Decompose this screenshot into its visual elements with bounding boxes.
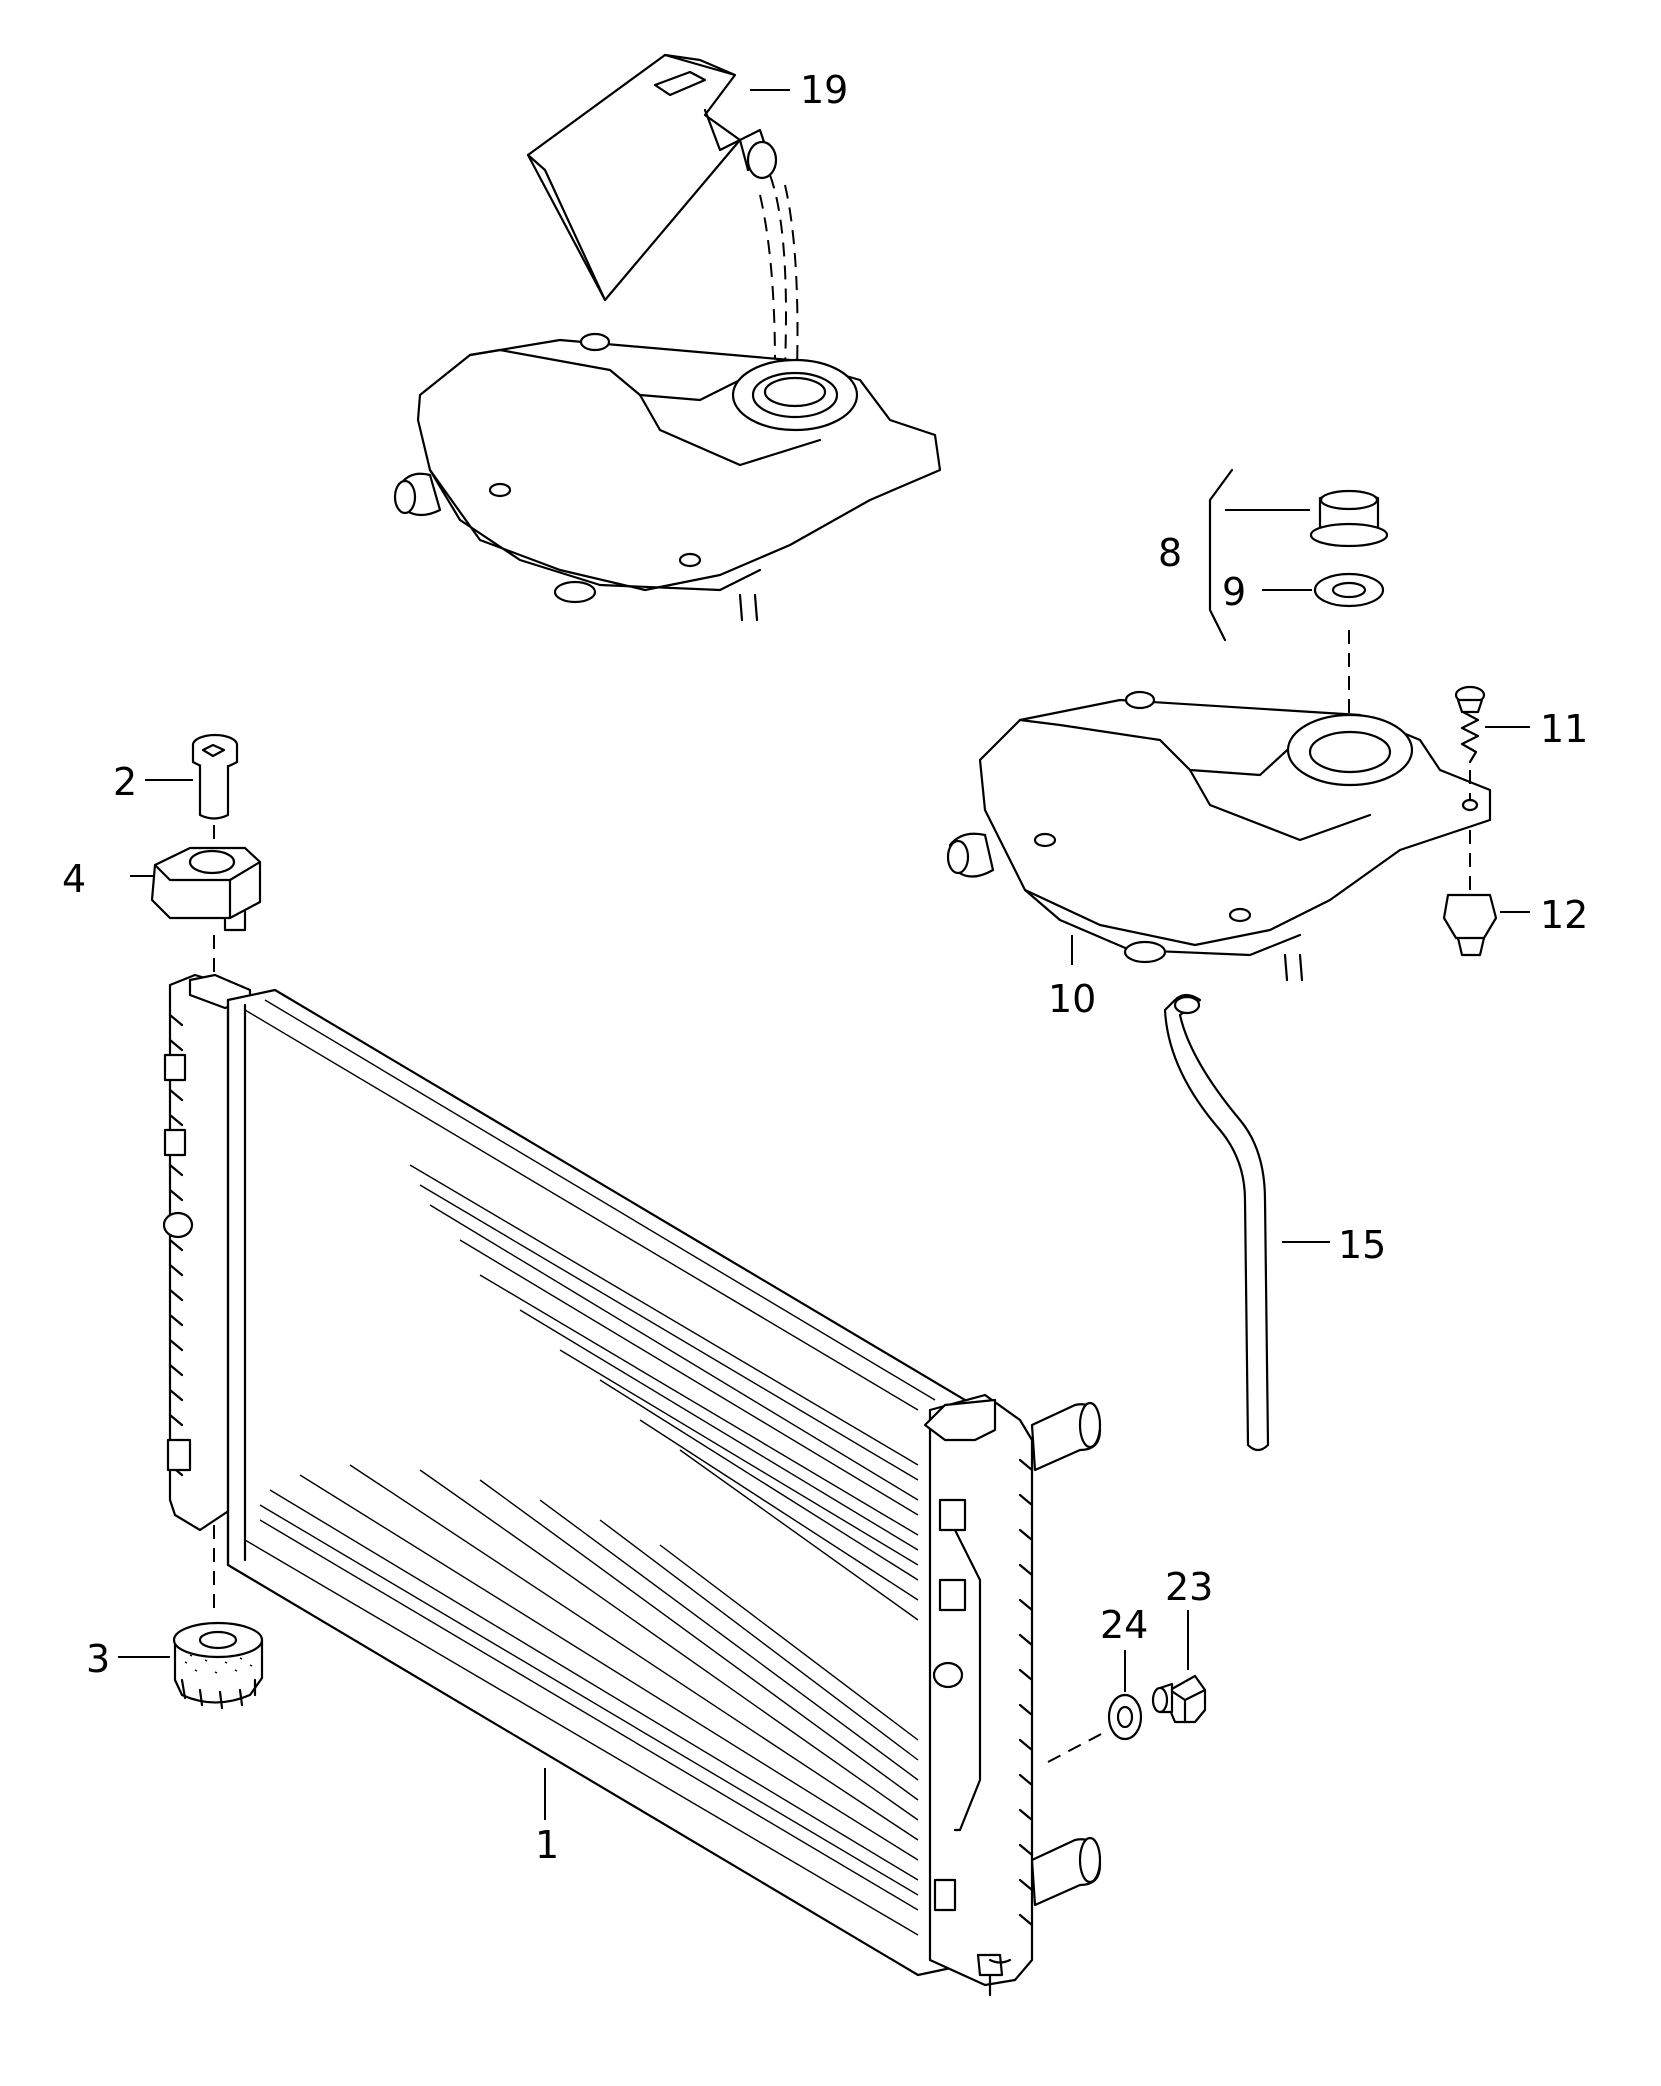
callout-10: 10	[1048, 977, 1096, 1021]
callout-23: 23	[1165, 1565, 1213, 1609]
hose[interactable]	[1163, 993, 1270, 1452]
callout-3: 3	[86, 1637, 110, 1681]
clip-nut[interactable]	[1442, 830, 1498, 957]
coolant-canister[interactable]	[526, 52, 799, 371]
screw[interactable]	[1454, 685, 1486, 800]
expansion-tank[interactable]	[946, 690, 1492, 982]
callout-1: 1	[535, 1823, 559, 1867]
callout-12: 12	[1540, 893, 1588, 937]
connector-drain	[1047, 1731, 1106, 1763]
mount-bracket[interactable]	[150, 846, 262, 975]
cap-and-seal[interactable]	[1208, 468, 1389, 720]
drain-plug[interactable]	[1151, 1674, 1207, 1724]
expansion-tank-filling[interactable]	[393, 332, 942, 622]
bolt-pin[interactable]	[191, 733, 239, 850]
callout-8: 8	[1158, 531, 1182, 575]
seal-washer[interactable]	[1107, 1693, 1143, 1741]
callout-19: 19	[800, 68, 848, 112]
radiator[interactable]	[162, 973, 1102, 1997]
callout-4: 4	[62, 857, 86, 901]
callout-numbers: 19 8 9 11 12 10 15 2 4 3 1 24 23	[62, 68, 1588, 1867]
callout-15: 15	[1338, 1223, 1386, 1267]
callout-24: 24	[1100, 1603, 1148, 1647]
leader-lines	[118, 89, 1530, 1820]
rubber-mount[interactable]	[172, 1621, 264, 1710]
callout-2: 2	[113, 760, 137, 804]
callout-11: 11	[1540, 707, 1588, 751]
callout-9: 9	[1222, 570, 1246, 614]
